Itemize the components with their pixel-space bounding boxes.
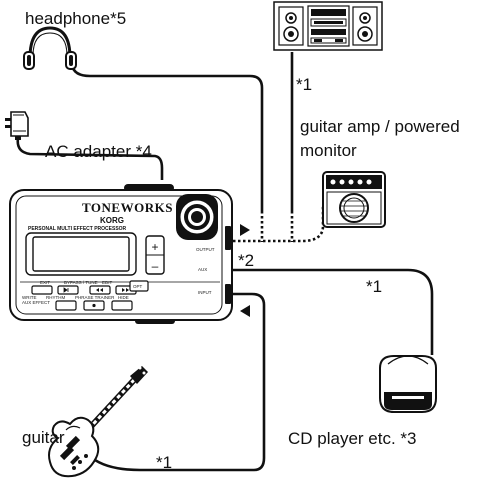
stereo-system-icon [273, 1, 383, 51]
edit-label: EDIT [102, 280, 113, 285]
cd-player-icon [379, 355, 437, 413]
plus-button-label: + [151, 240, 158, 254]
device-maker: KORG [100, 216, 124, 225]
display-screen [32, 236, 130, 272]
minus-button-label: – [152, 259, 159, 273]
opt-label: OPT [133, 284, 143, 289]
input-arrow-icon [240, 305, 250, 317]
stereo-cable-note: *1 [296, 75, 312, 94]
cd-player-label: CD player etc. *3 [288, 429, 417, 448]
exit-button [31, 285, 53, 295]
headphone-cable [70, 64, 264, 211]
headphone-icon [23, 26, 77, 70]
input-jack [225, 284, 231, 304]
device-subtitle: PERSONAL MULTI EFFECT PROCESSOR [28, 226, 127, 232]
guitar-cable [91, 292, 266, 472]
bypass-label: BYPASS / TUNE [64, 280, 98, 285]
toneworks-device: TONEWORKS KORG PERSONAL MULTI EFFECT PRO… [9, 184, 233, 324]
ac-adapter-cable [16, 137, 164, 180]
aux-jack-label: AUX [198, 267, 207, 272]
hide-button [111, 300, 133, 311]
guitar-icon [48, 366, 148, 478]
ac-adapter-icon [5, 111, 29, 140]
cd-cable [228, 268, 434, 355]
output-jack-label: OUTPUT [196, 247, 215, 252]
guitar-label: guitar [22, 428, 65, 447]
headphone-label: headphone*5 [25, 9, 126, 28]
phrase-trainer-label: PHRASE TRAINER [75, 295, 115, 300]
device-brand: TONEWORKS [82, 200, 173, 215]
opt-button [129, 280, 149, 292]
rhythm-label: RHYTHM [46, 295, 65, 300]
program-knob [176, 194, 218, 240]
write-label: WRITE [22, 295, 37, 300]
aux-effect-label: AUX EFFECT [22, 300, 50, 305]
guitar-cable-note: *1 [156, 453, 172, 472]
write-button [55, 300, 77, 311]
output-arrow-icon [240, 224, 250, 236]
hide-label: HIDE [118, 295, 129, 300]
exit-label: EXIT [40, 280, 50, 285]
amp-label-line1: guitar amp / powered [300, 117, 460, 136]
ac-adapter-label: AC adapter *4 [45, 142, 152, 161]
cables [16, 52, 434, 472]
input-jack-label: INPUT [198, 290, 212, 295]
output-jack [225, 226, 231, 250]
amp-label-line2: monitor [300, 141, 357, 160]
amp-cable [228, 205, 325, 243]
cd-cable-note: *1 [366, 277, 382, 296]
output-note: *2 [238, 251, 254, 270]
guitar-amp-icon [322, 171, 386, 228]
